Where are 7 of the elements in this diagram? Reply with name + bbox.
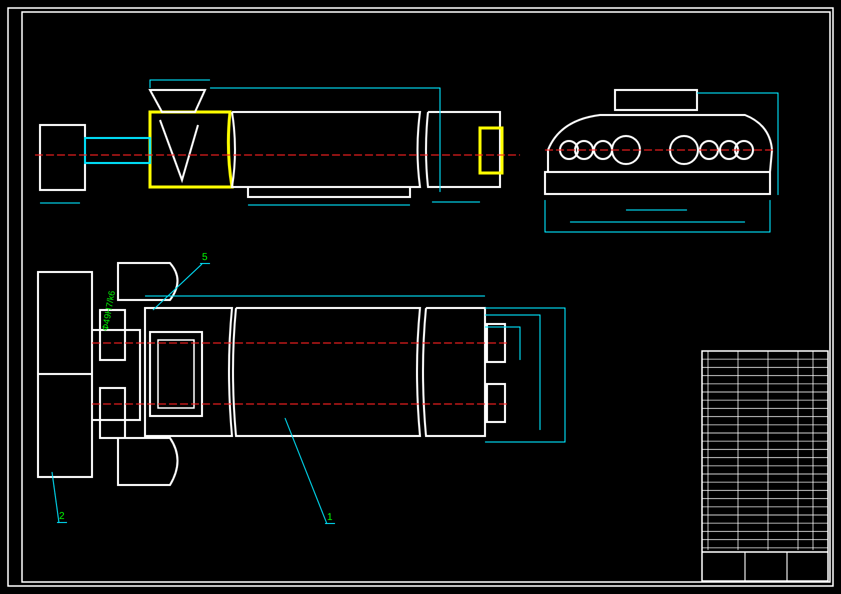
callout-number: 5 [200,253,210,264]
fit-tolerance-label: Φ49H7/k6 [100,290,117,332]
callout-number: 2 [57,512,67,523]
callout-number: 1 [325,513,335,524]
leader-line [152,264,202,310]
leader-line [52,472,60,524]
leader-line [284,418,328,524]
